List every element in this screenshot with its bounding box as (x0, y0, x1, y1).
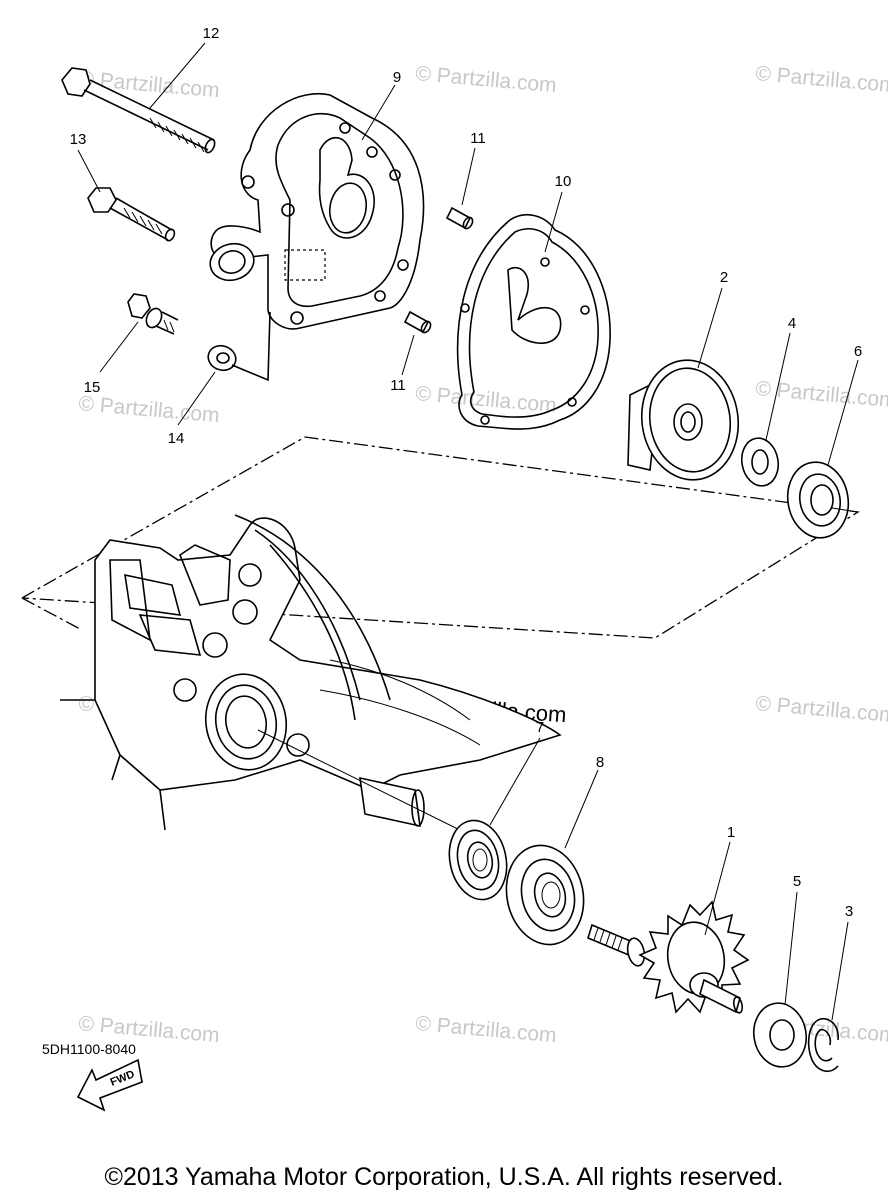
callout-8: 8 (596, 754, 604, 771)
crankcase (60, 514, 562, 831)
bearing-7 (448, 819, 508, 901)
callout-9: 9 (393, 69, 401, 86)
copyright-notice: ©2013 Yamaha Motor Corporation, U.S.A. A… (104, 1163, 784, 1191)
shaft-axis-line-lower (257, 729, 491, 846)
diagram-code: 5DH1100-8040 (42, 1041, 136, 1057)
leader-washer-14 (231, 311, 271, 382)
watermark: © Partzilla.com (755, 377, 888, 412)
bearing-8 (505, 844, 585, 946)
callout-12: 12 (203, 25, 220, 42)
dowel-pin-11b (403, 310, 432, 334)
callout-7: 7 (536, 719, 544, 736)
bolt-12 (61, 67, 216, 154)
watermark: © Partzilla.com (755, 62, 888, 97)
dowel-pin-11a (445, 206, 474, 230)
watermark: © Partzilla.com (415, 1012, 558, 1047)
callout-6: 6 (854, 343, 862, 360)
callout-11-bottom: 11 (390, 377, 406, 394)
callout-10: 10 (555, 173, 572, 190)
gasket-10 (456, 214, 611, 430)
watermark: © Partzilla.com (415, 62, 558, 97)
callouts: 12 13 15 14 9 11 11 10 2 4 6 7 8 1 5 3 (70, 25, 863, 920)
circlip-3 (807, 1018, 839, 1073)
watermark: © Partzilla.com (78, 392, 221, 427)
watermark: © Partzilla.com (755, 692, 888, 727)
fwd-arrow-icon: FWD (76, 1058, 143, 1112)
callout-15: 15 (84, 379, 101, 396)
watermark: © Partzilla.com (415, 382, 558, 417)
callout-2: 2 (720, 269, 728, 286)
shaft-axis-line (831, 507, 859, 513)
washer-5 (752, 1002, 808, 1068)
callout-5: 5 (793, 873, 801, 890)
callout-13: 13 (70, 131, 87, 148)
bolt-13 (87, 187, 176, 242)
bolt-15 (127, 293, 179, 335)
impeller-shaft-1 (587, 900, 750, 1014)
washer-4 (740, 437, 780, 487)
callout-11-top: 11 (470, 130, 486, 147)
oil-seal-6 (786, 461, 850, 539)
pump-cover-9 (209, 93, 425, 330)
callout-3: 3 (845, 903, 853, 920)
leader-lines (77, 42, 859, 1021)
callout-1: 1 (727, 824, 735, 841)
callout-4: 4 (788, 315, 796, 332)
washer-14 (207, 344, 237, 372)
impeller-2 (627, 359, 740, 481)
callout-14: 14 (168, 430, 185, 447)
